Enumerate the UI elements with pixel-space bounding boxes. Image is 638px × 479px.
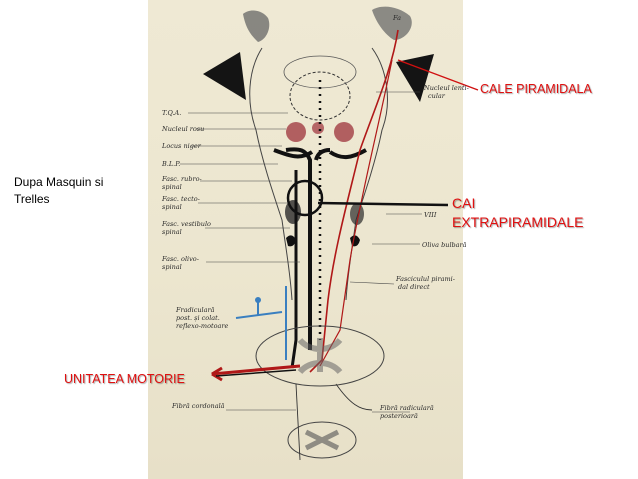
label-viii: VIII [424,211,437,219]
label-extrapyramidal-line2: EXTRAPIRAMIDALE [452,214,584,230]
bulbar-structure-left [285,200,301,224]
label-tectospinal-2: spinal [162,203,182,211]
ventricle-right [396,54,434,102]
pointer-pyramidal [397,59,479,91]
leader-lines [180,91,422,413]
label-extrapyramidal-pathways: CAI EXTRAPIRAMIDALE [452,194,583,232]
extrapyramidal-highlight-circle [286,179,324,217]
label-vestibulospinal-2: spinal [162,228,182,236]
reflex-arc-blue [235,286,287,360]
label-vestibulospinal-1: Fasc. vestibulo [161,220,211,228]
motor-unit-arrow [211,364,301,382]
label-locus-niger: Locus niger [161,142,202,150]
label-tectospinal-1: Fasc. tecto- [161,195,200,203]
label-reflex-1: Fradiculară [175,306,215,314]
cortex-right-fragment [372,6,412,40]
extrapyramidal-descent [290,170,298,369]
olive-right [350,235,360,247]
spinal-gray-matter-lower [304,429,340,451]
label-reflex-2: post. și colat. [176,314,220,322]
direct-pyramidal-red [319,59,393,367]
source-note-line2: Trelles [14,192,50,206]
label-olivospinal-2: spinal [162,263,182,271]
cortex-left-fragment [243,10,270,42]
label-direct-pyramidal-2: dal direct [398,283,430,291]
label-direct-pyramidal-1: Fasciculul pirami- [395,275,455,283]
source-note: Dupa Masquin si Trelles [14,174,103,208]
label-reflex-3: reflexo-motoare [176,322,228,330]
pointer-extrapyramidal [317,201,449,207]
label-posterior-root-2: posterioară [380,412,418,420]
pyramidal-tract-red [309,29,399,373]
label-motor-unit: UNITATEA MOTORIE [64,372,185,386]
label-red-nucleus: Nucleul rosu [161,125,204,133]
midbrain-region [289,71,351,121]
cordonal-fiber [295,383,373,461]
label-rubrospinal-2: spinal [162,183,182,191]
label-extrapyramidal-line1: CAI [452,195,476,211]
motor-unit-arrow-black [215,369,297,377]
label-olive: Oliva bulbară [422,241,467,249]
label-pyramidal-pathway: CALE PIRAMIDALA [480,82,592,96]
locus-niger [273,148,367,159]
spinal-cord-section-upper [255,325,385,387]
reflex-ganglion [255,297,261,303]
extrapyramidal-tract-black [285,147,331,350]
label-olivospinal-1: Fasc. olivo- [161,255,199,263]
red-nucleus-left [286,122,306,142]
label-tqa: T.Q.A. [162,109,181,117]
red-nucleus-right [334,122,354,142]
label-cordonal-fiber: Fibră cordonală [171,402,225,410]
label-lenticular-2: cular [428,92,446,100]
label-fa: Fa [392,14,401,22]
red-nucleus-center [312,122,324,134]
olive-left [286,235,296,247]
source-note-line1: Dupa Masquin si [14,175,104,189]
spinal-gray-matter-upper [297,337,343,375]
ventricle-left [203,52,246,100]
label-rubrospinal-1: Fasc. rubro- [161,175,202,183]
label-posterior-root-1: Fibră radiculară [379,404,434,412]
spinal-cord-section-lower [287,421,357,459]
label-lenticular-1: Nucleul lenti- [423,84,469,92]
label-blp: B.L.P. [161,160,180,168]
